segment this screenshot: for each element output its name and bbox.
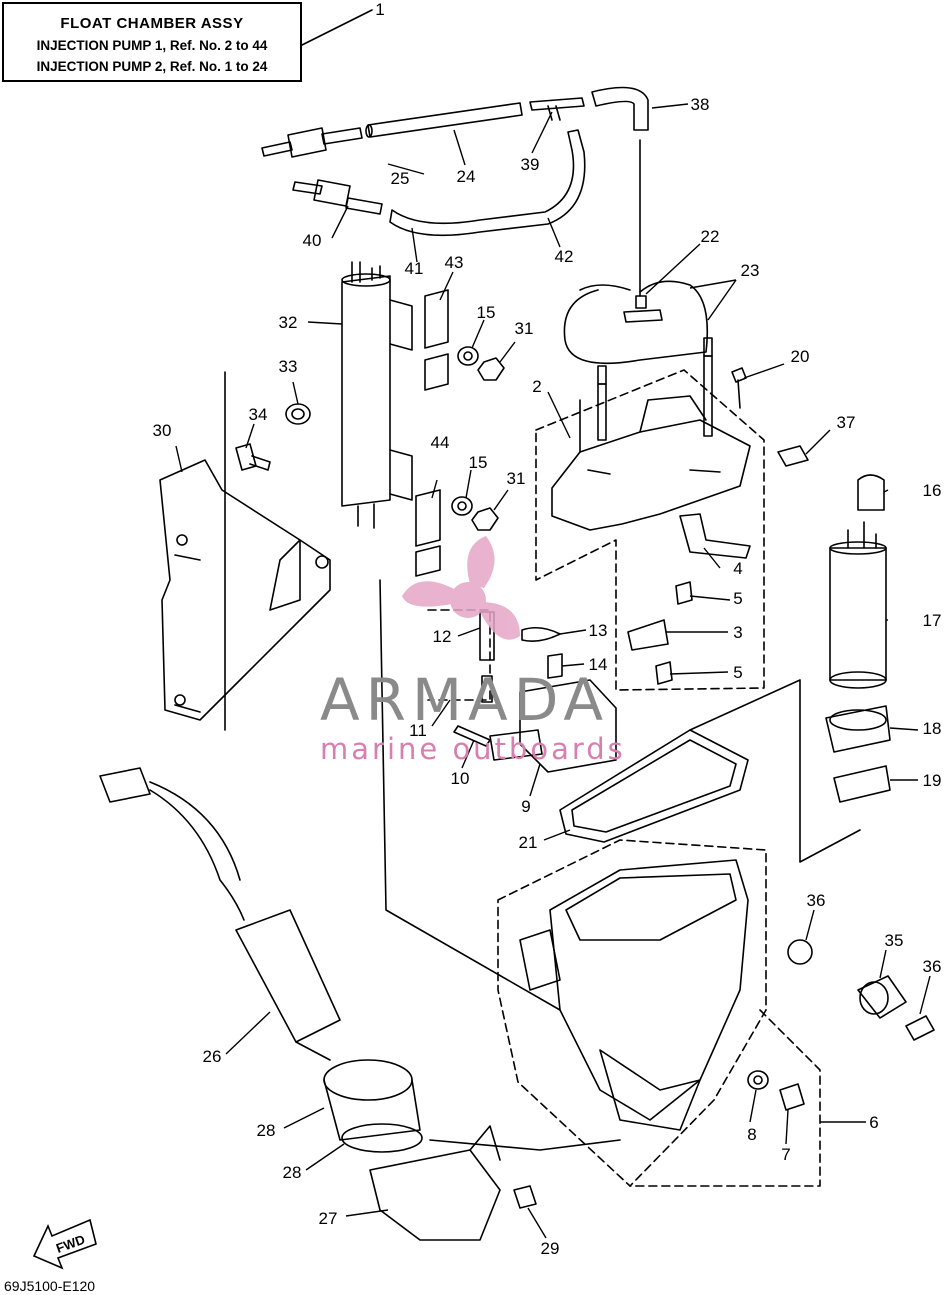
callout-7: 7 (781, 1145, 790, 1164)
callout-35: 35 (885, 931, 904, 950)
callout-15b: 15 (469, 453, 488, 472)
callout-5b: 5 (733, 663, 742, 682)
callout-3: 3 (733, 623, 742, 642)
callout-12: 12 (433, 627, 452, 646)
callout-4: 4 (733, 559, 742, 578)
callout-13: 13 (589, 621, 608, 640)
callout-31: 31 (515, 319, 534, 338)
callout-11: 11 (409, 721, 427, 740)
callout-5: 5 (733, 589, 742, 608)
callout-28b: 28 (283, 1163, 302, 1182)
callout-15: 15 (477, 303, 496, 322)
callout-42: 42 (555, 247, 574, 266)
watermark-tagline: marine outboards (320, 732, 626, 766)
callout-33: 33 (279, 357, 298, 376)
callout-37: 37 (837, 413, 856, 432)
watermark: ARMADA marine outboards (320, 670, 626, 766)
callout-36: 36 (807, 891, 826, 910)
callout-21: 21 (519, 833, 538, 852)
filter-cylinder (341, 261, 413, 529)
callout-23: 23 (741, 261, 760, 280)
callout-26: 26 (203, 1047, 222, 1066)
callout-20: 20 (791, 347, 810, 366)
callout-41: 41 (405, 259, 424, 278)
callout-32: 32 (279, 313, 298, 332)
callout-6: 6 (869, 1113, 878, 1132)
title-line-2: INJECTION PUMP 1, Ref. No. 2 to 44 (36, 38, 268, 53)
callout-24: 24 (457, 167, 476, 186)
callout-44: 44 (431, 433, 450, 452)
armada-logo-icon (402, 536, 520, 640)
callout-34: 34 (249, 405, 268, 424)
callout-19: 19 (923, 771, 942, 790)
watermark-brand: ARMADA (320, 666, 610, 734)
title-line-3: INJECTION PUMP 2, Ref. No. 1 to 24 (36, 59, 268, 74)
callout-43: 43 (445, 253, 464, 272)
callout-40: 40 (303, 231, 322, 250)
callout-22: 22 (701, 227, 720, 246)
callout-30: 30 (153, 421, 172, 440)
callout-29: 29 (541, 1239, 560, 1258)
fwd-arrow-icon: FWD (32, 1218, 97, 1270)
callout-27: 27 (319, 1209, 338, 1228)
title-box: FLOAT CHAMBER ASSY INJECTION PUMP 1, Ref… (2, 2, 302, 82)
callout-2: 2 (532, 377, 541, 396)
callout-38: 38 (691, 95, 710, 114)
callout-18: 18 (923, 719, 942, 738)
callout-25: 25 (391, 169, 410, 188)
callout-10: 10 (451, 769, 470, 788)
connector-part (261, 127, 363, 158)
callout-1: 1 (375, 0, 384, 19)
drawing-code: 69J5100-E120 (4, 1278, 96, 1294)
callout-31b: 31 (507, 469, 526, 488)
callout-16: 16 (923, 481, 942, 500)
callout-8: 8 (747, 1125, 756, 1144)
hose-part (365, 102, 523, 138)
callout-17: 17 (923, 611, 942, 630)
callout-14: 14 (589, 655, 608, 674)
callout-9: 9 (521, 797, 530, 816)
callout-36b: 36 (923, 957, 942, 976)
title-line-1: FLOAT CHAMBER ASSY (60, 15, 244, 32)
callout-28: 28 (257, 1121, 276, 1140)
callout-39: 39 (521, 155, 540, 174)
